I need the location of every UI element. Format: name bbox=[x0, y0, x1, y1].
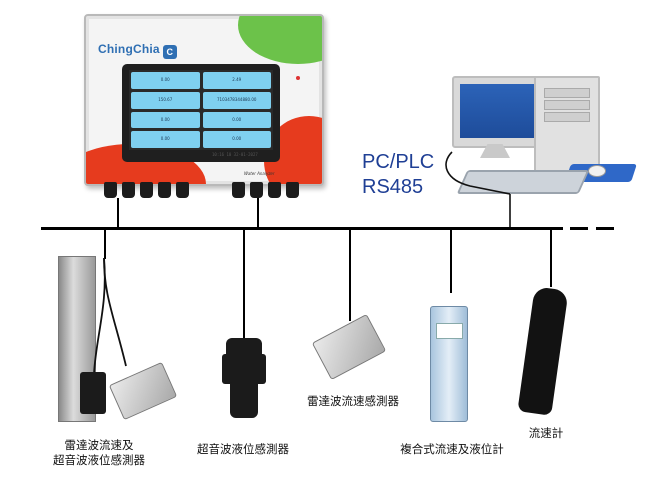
cable-gland-icon bbox=[232, 182, 245, 198]
sensor-drop-line bbox=[349, 229, 351, 321]
flow-meter-icon bbox=[517, 286, 569, 416]
display-tile: 150.67 bbox=[131, 91, 200, 109]
cable-gland-icon bbox=[122, 182, 135, 198]
cable-glands bbox=[104, 182, 300, 202]
sensor-drop-line bbox=[104, 229, 106, 259]
drive-bay bbox=[544, 112, 590, 122]
ultrasonic-sensor-icon bbox=[80, 372, 106, 414]
pc-plc-label: PC/PLC RS485 bbox=[362, 150, 434, 200]
status-led-icon bbox=[296, 76, 300, 80]
drive-bay bbox=[544, 100, 590, 110]
sensor-label-ultrasonic-level: 超音波液位感測器 bbox=[197, 442, 289, 456]
display-tile: 7103478344880.00 bbox=[202, 91, 271, 109]
sensor-drop-line bbox=[243, 229, 245, 339]
pc-tower-icon bbox=[534, 76, 600, 178]
ultrasonic-head-cap bbox=[226, 338, 262, 356]
analyzer-display: 0.00 2.49 150.67 7103478344880.00 0.00 0… bbox=[122, 64, 280, 162]
analyzer-connection-line bbox=[117, 198, 119, 228]
bus-continuation-dash bbox=[570, 227, 588, 230]
cable-gland-icon bbox=[268, 182, 281, 198]
display-tile: 2.49 bbox=[202, 72, 271, 89]
bus-continuation-dash bbox=[596, 227, 614, 230]
combo-flow-level-meter-icon bbox=[430, 306, 468, 422]
cable-gland-icon bbox=[140, 182, 153, 198]
display-tile: 0.00 bbox=[202, 111, 271, 129]
pc-cable bbox=[445, 151, 511, 228]
display-footer: 10:16 10 32-01-2027 bbox=[212, 152, 258, 157]
sensor-drop-line bbox=[550, 229, 552, 287]
green-accent-shape bbox=[238, 16, 322, 64]
display-tile: 0.00 bbox=[202, 131, 271, 148]
display-grid: 0.00 2.49 150.67 7103478344880.00 0.00 0… bbox=[129, 70, 273, 150]
display-tile: 0.00 bbox=[131, 111, 200, 129]
sensor-drop-line bbox=[450, 229, 452, 293]
mouse-icon bbox=[588, 165, 606, 177]
ultrasonic-body bbox=[230, 382, 258, 418]
cable-gland-icon bbox=[104, 182, 117, 198]
sensor1-cable bbox=[93, 257, 127, 375]
display-tile: 0.00 bbox=[131, 72, 200, 89]
cable-gland-icon bbox=[158, 182, 171, 198]
brand-name: ChingChia bbox=[98, 42, 160, 56]
sensor-label-combo-meter: 複合式流速及液位計 bbox=[400, 442, 504, 456]
analyzer-connection-line bbox=[257, 198, 259, 228]
cable-gland-icon bbox=[176, 182, 189, 198]
device-label-plate bbox=[436, 323, 463, 339]
brand-badge: C bbox=[162, 45, 177, 59]
sensor-label-radar-ultrasonic: 雷達波流速及 超音波液位感測器 bbox=[53, 438, 145, 467]
sensor-label-radar-flow: 雷達波流速感測器 bbox=[307, 394, 399, 408]
monitor-stand bbox=[480, 144, 510, 158]
pc-plc-label-line1: PC/PLC bbox=[362, 151, 435, 173]
ultrasonic-level-sensor-icon bbox=[222, 354, 266, 384]
cable-gland-icon bbox=[250, 182, 263, 198]
pc-monitor-icon bbox=[452, 76, 542, 148]
analyzer-model-label: Water Analyzer bbox=[244, 171, 275, 176]
sensor-label-flow-meter: 流速計 bbox=[528, 426, 564, 440]
monitor-screen bbox=[460, 84, 534, 138]
pc-plc-label-line2: RS485 bbox=[362, 176, 424, 198]
drive-bay bbox=[544, 88, 590, 98]
cable-gland-icon bbox=[286, 182, 299, 198]
radar-flow-sensor-icon bbox=[311, 313, 387, 381]
rs485-bus-line bbox=[41, 227, 563, 230]
display-tile: 0.00 bbox=[131, 131, 200, 148]
